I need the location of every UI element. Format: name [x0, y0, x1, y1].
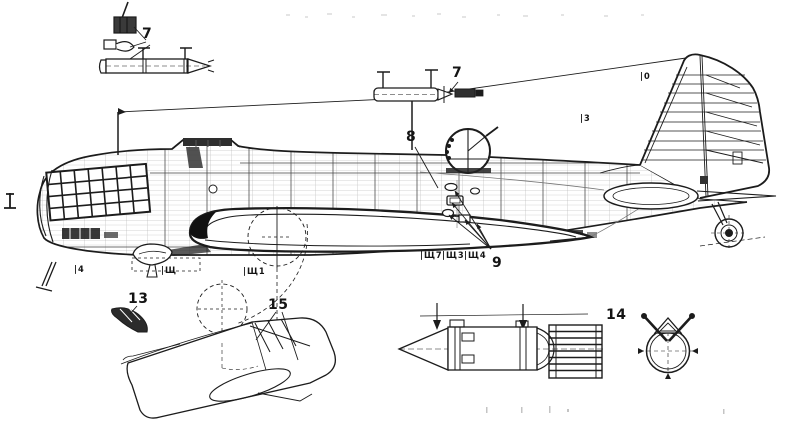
tailplane — [603, 182, 777, 210]
callout-9-bay: 9 — [492, 255, 503, 271]
detail-torpedo-container-15 — [120, 311, 337, 419]
callout-7-bomb: 7 — [452, 65, 463, 81]
wing-root-airfoil — [188, 171, 644, 253]
nacelle-and-gear — [131, 206, 308, 343]
callout-7-fuze-group: 7 — [142, 26, 153, 42]
callout-14-torpedo: 14 — [606, 307, 627, 323]
bay-fittings-leaders — [441, 180, 492, 250]
station-bay3: |Щ3 — [442, 251, 465, 261]
nose-cap-frames — [39, 169, 54, 243]
detail-exhaust-13 — [111, 305, 148, 333]
station-bay4: |Щ4 — [464, 251, 487, 261]
turret-leader — [414, 146, 439, 189]
callout-13-exhaust: 13 — [128, 291, 149, 307]
station-mid: |Щ — [161, 266, 177, 276]
station-bay7: |Щ7 — [420, 251, 443, 261]
nose-glazing — [45, 162, 152, 222]
scan-artifacts — [286, 13, 725, 414]
pitot-probe — [4, 193, 16, 209]
vertical-fin-rudder — [599, 53, 771, 199]
detail-fuze-group-7 — [98, 1, 215, 74]
cockpit-canopy — [171, 138, 241, 168]
station-fin: |0 — [640, 72, 651, 82]
tail-wheel — [699, 201, 766, 251]
detail-bomb-7 — [373, 69, 484, 103]
station-nose: |4 — [74, 265, 85, 275]
station-mid1: |Щ1 — [243, 267, 266, 277]
station-aft: |3 — [580, 114, 591, 124]
callout-8-turret: 8 — [406, 129, 417, 145]
callout-15-container: 15 — [268, 297, 289, 313]
dorsal-turret — [445, 126, 499, 174]
nose-aerial-strut — [35, 261, 57, 292]
detail-torpedo-side-14 — [397, 303, 605, 379]
detail-torpedo-front-14 — [638, 313, 698, 381]
